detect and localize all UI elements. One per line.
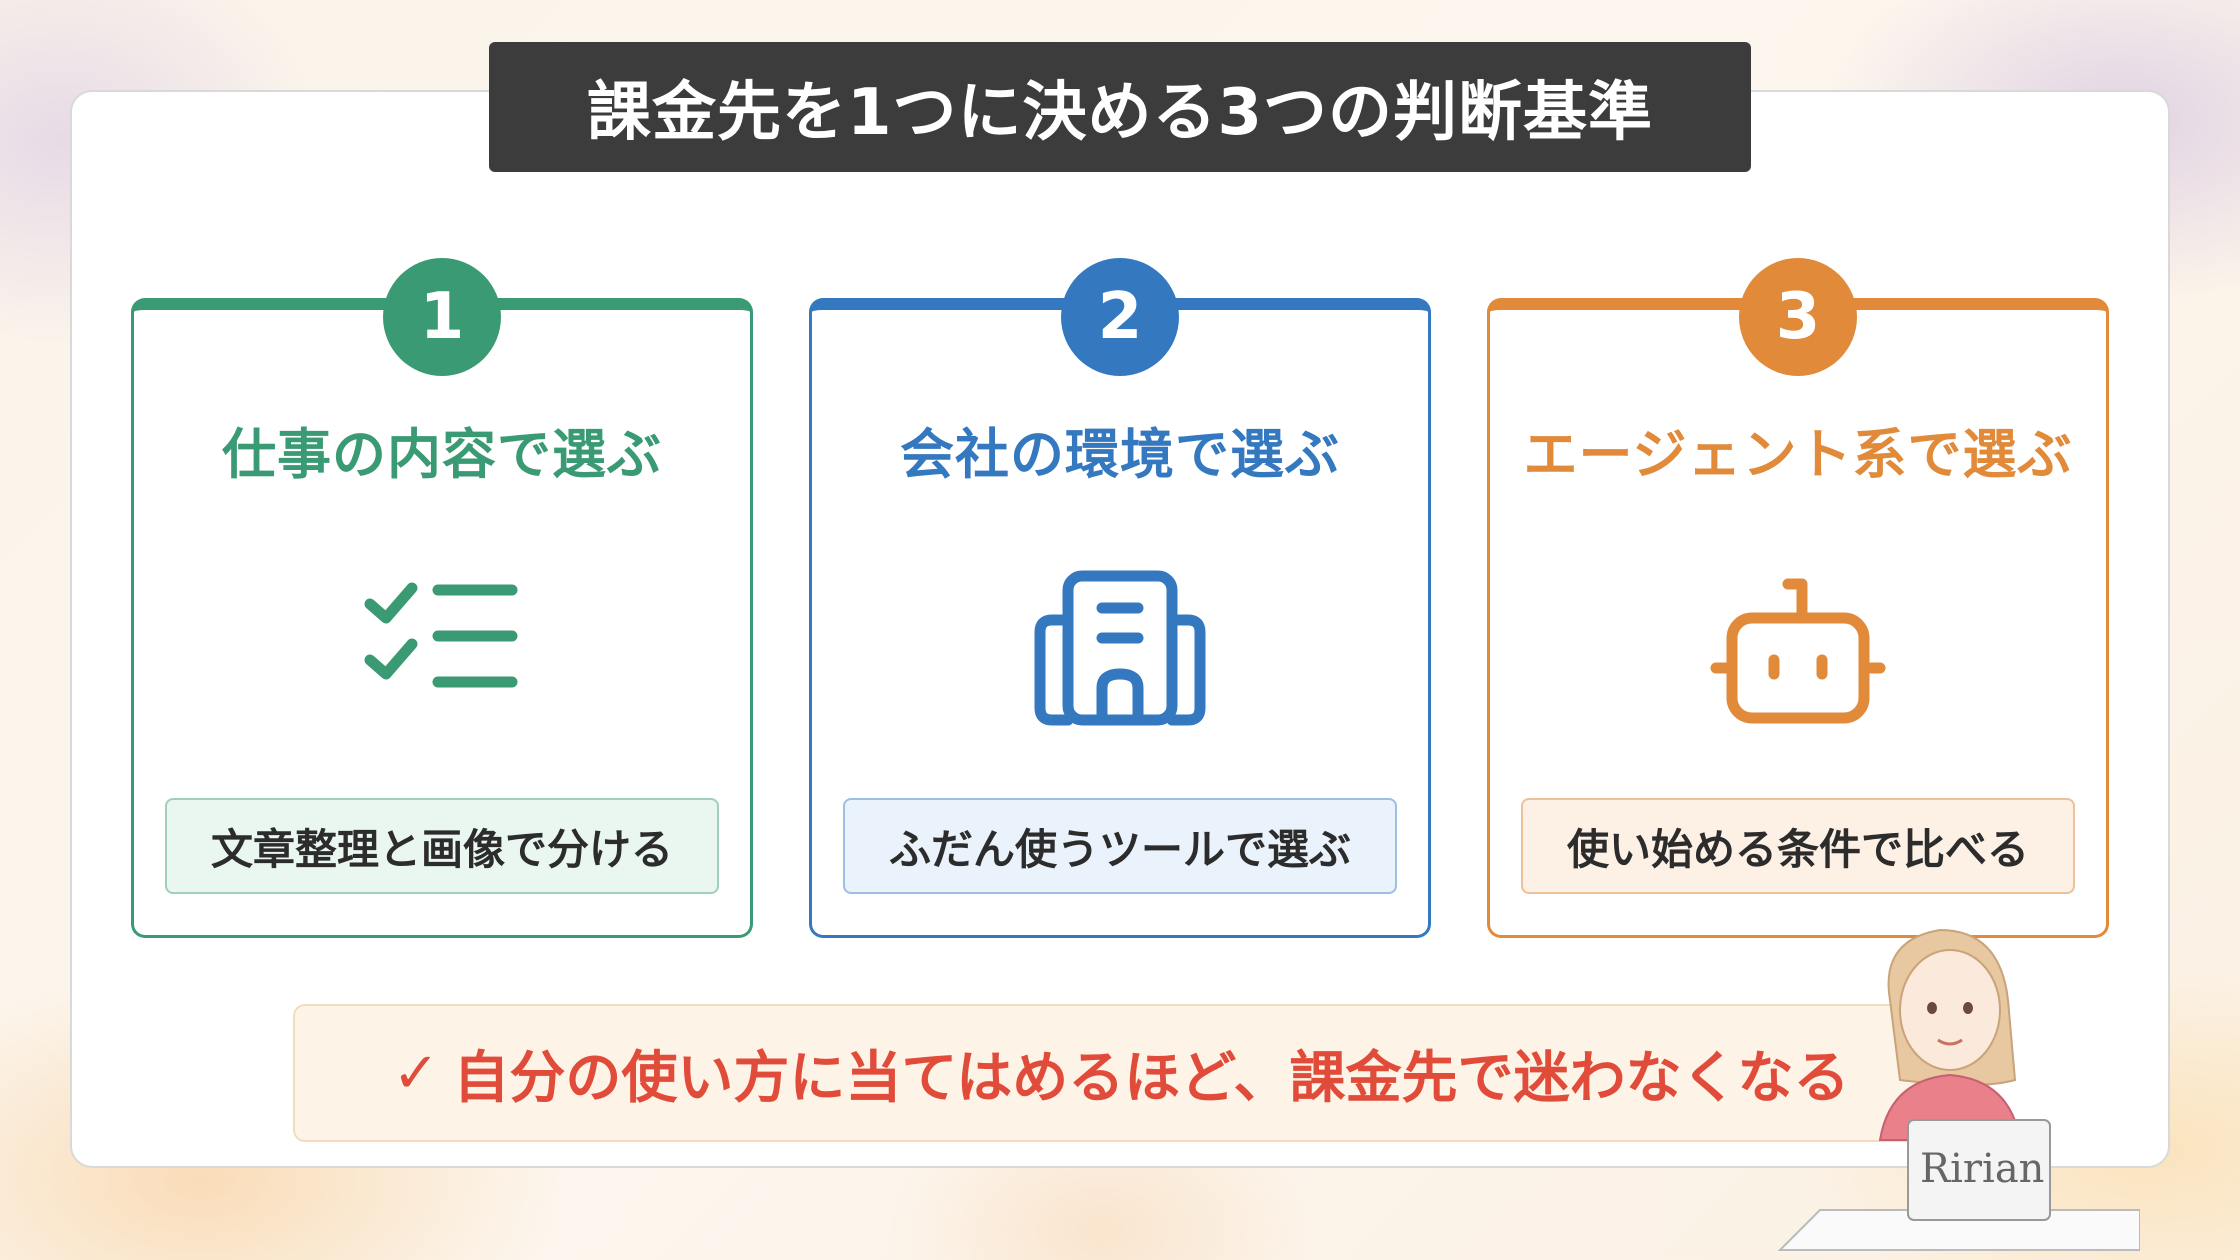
criterion-card-3: 3 エージェント系で選ぶ 使い始める条件で比べる bbox=[1487, 258, 2109, 938]
page-title: 課金先を1つに決める3つの判断基準 bbox=[489, 42, 1751, 172]
check-icon: ✓ bbox=[392, 1040, 440, 1106]
criterion-card-1: 1 仕事の内容で選ぶ 文章整理と画像で分ける bbox=[131, 258, 753, 938]
card-tag: ふだん使うツールで選ぶ bbox=[843, 798, 1397, 894]
number-badge: 3 bbox=[1739, 258, 1857, 376]
card-title: エージェント系で選ぶ bbox=[1523, 423, 2073, 486]
robot-icon bbox=[1708, 576, 1888, 730]
card-tag: 使い始める条件で比べる bbox=[1521, 798, 2075, 894]
building-icon bbox=[1030, 568, 1210, 732]
summary-banner: ✓ 自分の使い方に当てはめるほど、課金先で迷わなくなる bbox=[293, 1004, 1949, 1142]
mascot-illustration bbox=[1777, 928, 2140, 1251]
criterion-card-2: 2 会社の環境で選ぶ ふだん使うツールで選ぶ bbox=[809, 258, 1431, 938]
card-title: 仕事の内容で選ぶ bbox=[222, 423, 662, 486]
card-title: 会社の環境で選ぶ bbox=[900, 423, 1340, 486]
summary-text: 自分の使い方に当てはめるほど、課金先で迷わなくなる bbox=[453, 1045, 1850, 1111]
number-badge: 1 bbox=[383, 258, 501, 376]
checklist-icon bbox=[362, 572, 522, 706]
number-badge: 2 bbox=[1061, 258, 1179, 376]
card-tag: 文章整理と画像で分ける bbox=[165, 798, 719, 894]
mascot-label: Ririan bbox=[1920, 1146, 2045, 1192]
